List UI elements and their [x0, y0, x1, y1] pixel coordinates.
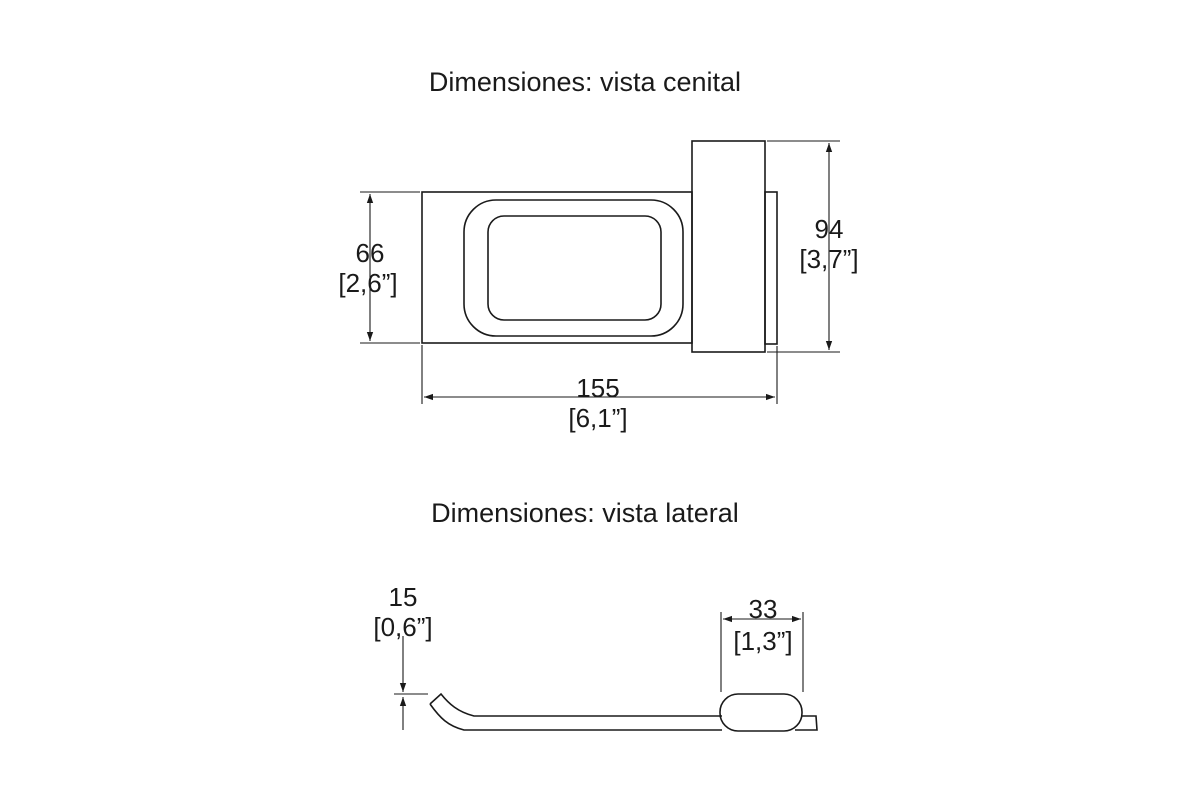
width-inches: [6,1”]	[568, 403, 627, 433]
top-view-outline	[421, 140, 778, 353]
height-value: 66	[356, 238, 385, 268]
top-view-title: Dimensiones: vista cenital	[429, 67, 741, 97]
dimension-height: 66 [2,6”]	[338, 191, 420, 344]
width-value: 155	[576, 373, 619, 403]
dimension-hub-width: 33 [1,3”]	[720, 594, 804, 692]
side-view-outline	[429, 692, 818, 732]
thickness-inches: [0,6”]	[373, 612, 432, 642]
thickness-value: 15	[389, 582, 418, 612]
side-hub	[719, 693, 803, 732]
hub-width-inches: [1,3”]	[733, 626, 792, 656]
side-wall-tab	[795, 715, 818, 731]
depth-inches: [3,7”]	[799, 244, 858, 274]
window-outer	[463, 199, 684, 337]
dimension-thickness: 15 [0,6”]	[373, 582, 433, 730]
dimension-depth: 94 [3,7”]	[767, 140, 859, 353]
height-inches: [2,6”]	[338, 268, 397, 298]
side-view-title: Dimensiones: vista lateral	[431, 498, 739, 528]
depth-value: 94	[815, 214, 844, 244]
side-bar-bottom	[429, 703, 722, 731]
wall-mount-block	[691, 140, 766, 353]
window-inner	[487, 215, 662, 321]
side-bar-top	[429, 692, 722, 717]
hub-width-value: 33	[749, 594, 778, 624]
wall-plate-strip	[764, 191, 778, 345]
dimension-width: 155 [6,1”]	[421, 345, 778, 433]
